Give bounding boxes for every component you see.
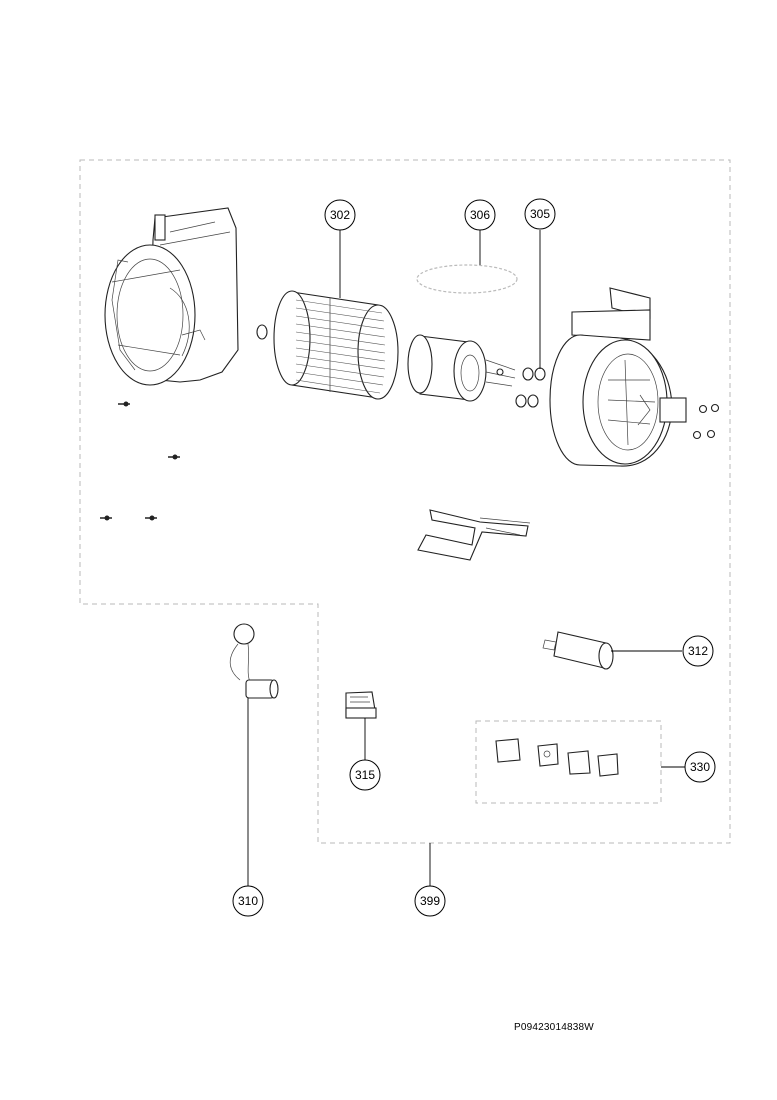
callout-312: 312: [682, 635, 714, 667]
callout-315-label: 315: [355, 768, 375, 782]
motor: [407, 334, 516, 402]
screw-1: [118, 401, 130, 407]
callout-399: 399: [414, 885, 446, 917]
callout-306: 306: [464, 199, 496, 231]
callout-306-label: 306: [470, 208, 490, 222]
screw-4: [145, 515, 157, 521]
document-code: P09423014838W: [514, 1022, 594, 1033]
callout-310: 310: [232, 885, 264, 917]
assembly-boundary-330: [475, 720, 662, 804]
callout-305-label: 305: [530, 207, 550, 221]
rubber-bushing-1: [522, 367, 546, 381]
switch-block: [345, 691, 377, 719]
capacitor: [542, 631, 614, 670]
nut-right-1: [698, 404, 708, 414]
callout-315: 315: [349, 759, 381, 791]
connector-kit: [495, 738, 619, 777]
callout-305: 305: [524, 198, 556, 230]
callout-399-label: 399: [420, 894, 440, 908]
blower-housing-right: [549, 287, 687, 467]
callout-302: 302: [324, 199, 356, 231]
mounting-bracket: [417, 509, 531, 561]
screw-3: [100, 515, 112, 521]
callout-330: 330: [684, 751, 716, 783]
nut: [256, 324, 268, 340]
leader-lines: [247, 230, 685, 886]
screw-2: [168, 454, 180, 460]
gasket-ring: [416, 264, 518, 294]
nut-right-3: [692, 430, 702, 440]
fan-wheel: [273, 290, 399, 400]
callout-330-label: 330: [690, 760, 710, 774]
blower-housing-left: [104, 207, 239, 386]
callout-302-label: 302: [330, 208, 350, 222]
callout-312-label: 312: [688, 644, 708, 658]
rubber-bushing-2: [515, 394, 539, 408]
lamp-holder-wiring: [229, 623, 279, 699]
nut-right-2: [710, 403, 720, 413]
callout-310-label: 310: [238, 894, 258, 908]
nut-right-4: [706, 429, 716, 439]
assembly-boundary-399: [79, 159, 731, 844]
